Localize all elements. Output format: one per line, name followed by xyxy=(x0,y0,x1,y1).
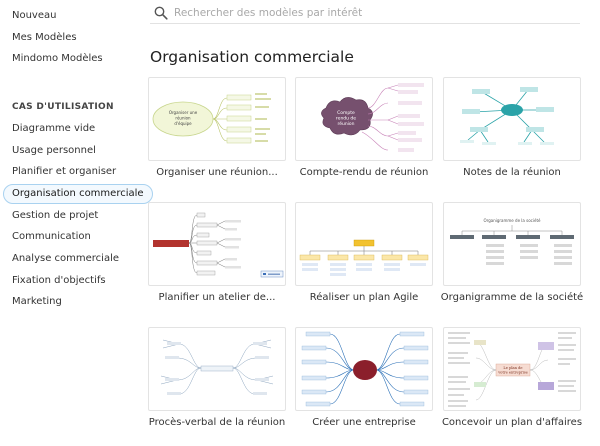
template-thumbnail[interactable] xyxy=(148,327,286,411)
org-chart-thumbnail: Organigramme de la société xyxy=(450,218,574,265)
thumb-central-text: rendu de xyxy=(336,116,356,122)
sidebar-item-gestion-projet[interactable]: Gestion de projet xyxy=(12,210,99,221)
sidebar-item-usage-personnel[interactable]: Usage personnel xyxy=(12,145,96,156)
sidebar-item-planifier-organiser[interactable]: Planifier et organiser xyxy=(12,166,117,177)
sidebar-item-nouveau[interactable]: Nouveau xyxy=(12,10,57,21)
page-title: Organisation commerciale xyxy=(150,48,354,66)
template-title: Compte-rendu de réunion xyxy=(299,167,429,178)
mind-map-thumbnail xyxy=(160,339,274,395)
template-title: Procès-verbal de la réunion xyxy=(148,417,286,428)
mind-map-thumbnail xyxy=(301,331,429,407)
sidebar: Nouveau Mes Modèles Mindomo Modèles CAS … xyxy=(0,0,153,446)
mind-map-thumbnail xyxy=(460,87,554,145)
mind-map-thumbnail xyxy=(299,239,429,276)
mind-map-thumbnail xyxy=(153,212,284,278)
mind-map-thumbnail: Le plan de votre entreprise xyxy=(448,332,576,407)
template-thumbnail[interactable] xyxy=(148,202,286,286)
sidebar-item-mes-modeles[interactable]: Mes Modèles xyxy=(12,32,77,43)
template-title: Planifier un atelier de... xyxy=(158,292,276,303)
sidebar-item-diagramme-vide[interactable]: Diagramme vide xyxy=(12,123,96,134)
sidebar-item-fixation-objectifs[interactable]: Fixation d'objectifs xyxy=(12,275,106,286)
section-title-use-cases: CAS D'UTILISATION xyxy=(12,102,114,112)
sidebar-item-marketing[interactable]: Marketing xyxy=(12,296,62,307)
template-title: Organigramme de la société xyxy=(440,292,584,303)
thumb-central-text: Compte xyxy=(337,110,355,116)
template-thumbnail[interactable] xyxy=(295,202,433,286)
mind-map-thumbnail: Compte rendu de réunion xyxy=(321,83,424,152)
search-input[interactable] xyxy=(174,4,574,22)
template-title: Organiser une réunion... xyxy=(156,167,278,178)
thumb-central-text: réunion xyxy=(337,120,354,127)
sidebar-item-communication[interactable]: Communication xyxy=(12,231,91,242)
search-icon xyxy=(154,6,168,20)
template-thumbnail[interactable] xyxy=(443,77,581,161)
sidebar-item-organisation-commerciale[interactable]: Organisation commerciale xyxy=(3,184,153,204)
template-thumbnail[interactable] xyxy=(295,327,433,411)
sidebar-item-mindomo-modeles[interactable]: Mindomo Modèles xyxy=(12,53,103,64)
thumb-central-text: Organiser une xyxy=(169,110,198,115)
thumb-central-text: d'équipe xyxy=(174,121,192,126)
mind-map-thumbnail: Organiser une réunion d'équipe xyxy=(152,93,271,144)
template-thumbnail[interactable]: Organiser une réunion d'équipe xyxy=(148,77,286,161)
sidebar-item-analyse-commerciale[interactable]: Analyse commerciale xyxy=(12,253,120,264)
thumb-central-text: Le plan de xyxy=(503,366,522,370)
template-thumbnail[interactable]: Le plan de votre entreprise xyxy=(443,327,581,411)
thumb-central-text: votre entreprise xyxy=(497,371,528,375)
template-title: Créer une entreprise xyxy=(312,417,416,428)
template-title: Concevoir un plan d'affaires xyxy=(441,417,583,428)
template-thumbnail[interactable]: Compte rendu de réunion xyxy=(295,77,433,161)
template-thumbnail[interactable]: Organigramme de la société xyxy=(443,202,581,286)
template-title: Réaliser un plan Agile xyxy=(309,292,419,303)
template-title: Notes de la réunion xyxy=(463,167,561,178)
search-bar xyxy=(150,3,580,24)
thumb-central-text: Organigramme de la société xyxy=(484,218,541,223)
thumb-central-text: réunion xyxy=(175,116,191,121)
